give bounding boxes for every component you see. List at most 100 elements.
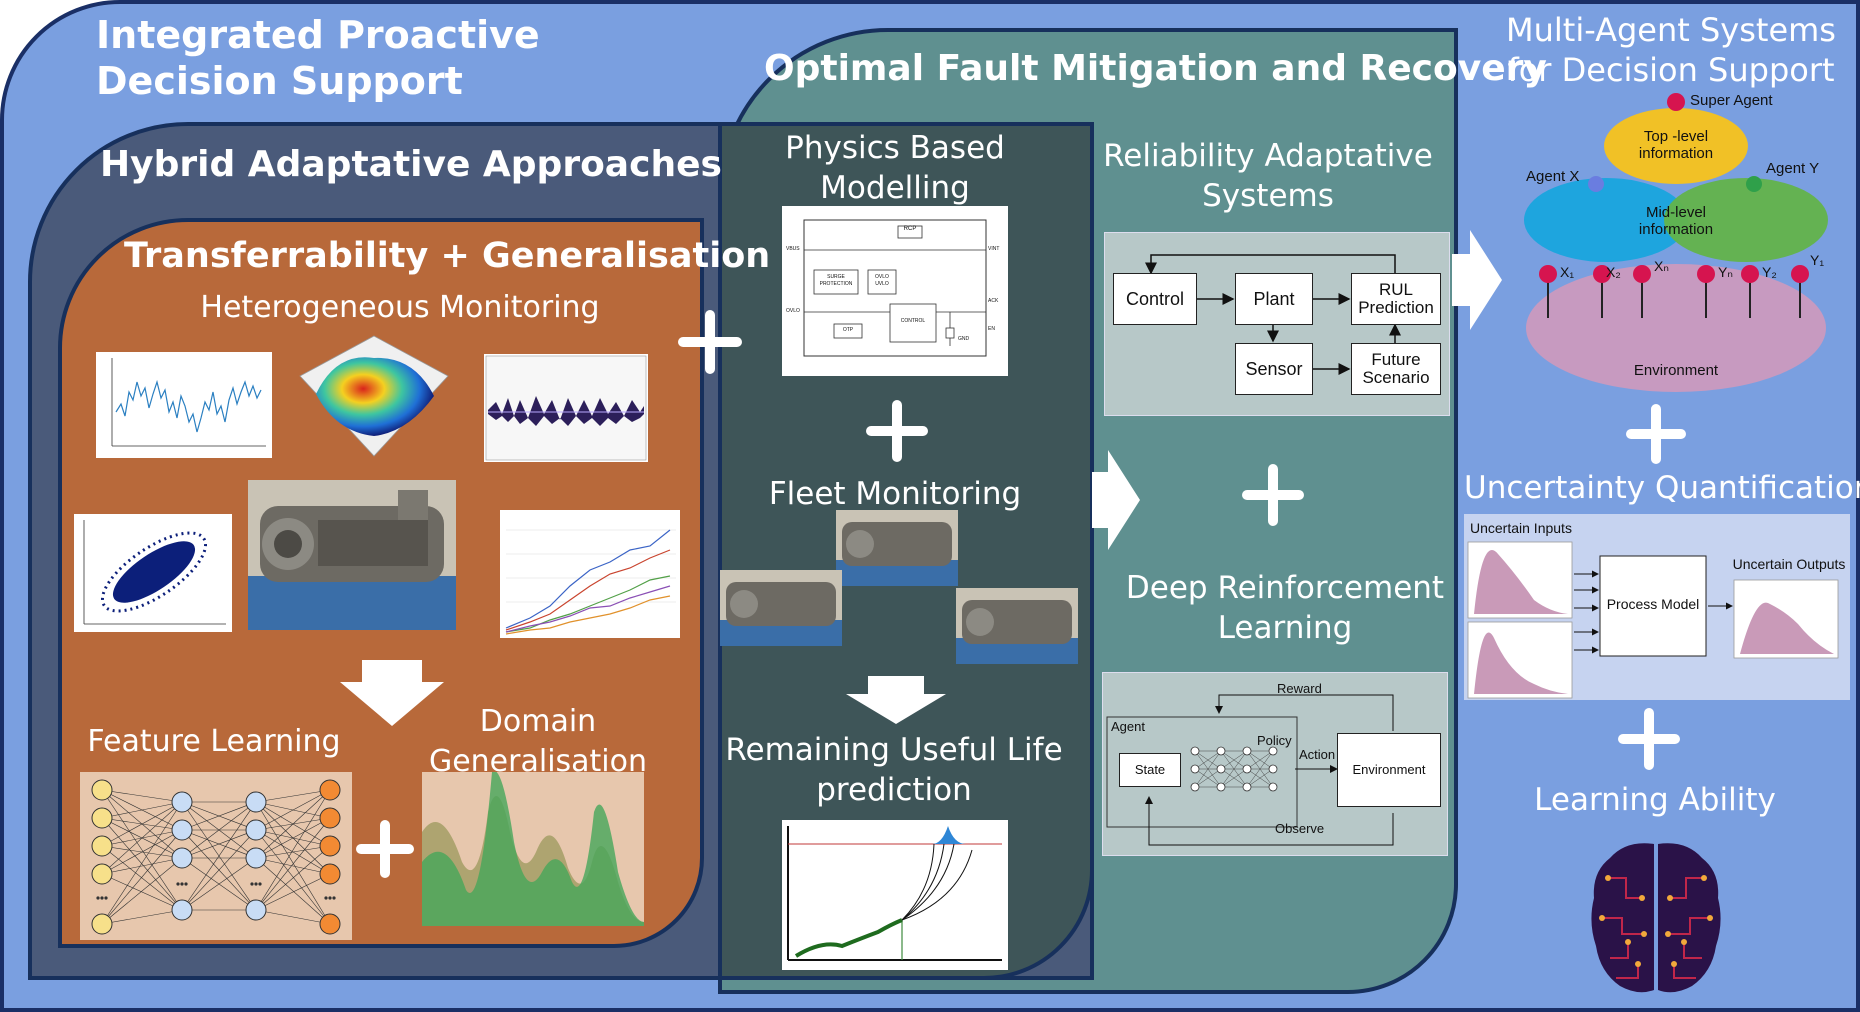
right-arrow-icon — [1452, 230, 1502, 330]
drl-policy: Policy — [1257, 733, 1292, 748]
circuit-control: CONTROL — [900, 318, 926, 324]
learning-ability-label: Learning Ability — [1534, 782, 1776, 818]
hybrid-title: Hybrid Adaptative Approaches — [100, 144, 722, 185]
brain-icon — [1586, 838, 1726, 998]
rul-title-line1: Remaining Useful Life — [725, 732, 1063, 768]
domain-generalisation-label: Domain Generalisation — [418, 702, 658, 782]
circuit-vint: VINT — [988, 246, 1000, 252]
integrated-title-line1: Integrated Proactive — [96, 13, 540, 57]
fleet-monitoring-label: Fleet Monitoring — [768, 476, 1022, 512]
process-model-label: Process Model — [1606, 596, 1700, 612]
plus-icon — [356, 820, 414, 878]
circuit-rcp: RCP — [903, 226, 917, 232]
drl-diagram: Reward Agent Policy Action State Environ… — [1102, 672, 1448, 856]
down-arrow-icon — [340, 660, 444, 726]
drl-title: Deep Reinforcement Learning — [1110, 568, 1460, 648]
surface-plot — [296, 332, 452, 460]
reliability-block-diagram: Control Plant RUL Prediction Sensor Futu… — [1104, 232, 1450, 416]
reliability-title: Reliability Adaptative Systems — [1098, 136, 1438, 216]
mid-level-line1: Mid-level — [1645, 204, 1706, 221]
rul-title-line2: prediction — [816, 772, 972, 808]
circuit-ovlo-pin: OVLO — [786, 308, 800, 314]
x1-label: X₁ — [1560, 264, 1575, 280]
sensor-block: Sensor — [1235, 343, 1313, 395]
future-block-line2: Scenario — [1362, 368, 1430, 387]
x2-label: X₂ — [1606, 264, 1621, 280]
circuit-surge: SURGE PROTECTION — [814, 274, 858, 288]
mas-title-line2: for Decision Support — [1507, 51, 1835, 89]
y2-label: Y₂ — [1762, 264, 1777, 280]
reliability-title-line2: Systems — [1202, 178, 1334, 214]
multi-agent-diagram: Super Agent Top -level information Agent… — [1500, 92, 1850, 398]
xn-label: Xₙ — [1654, 258, 1669, 274]
integrated-title: Integrated Proactive Decision Support — [96, 12, 540, 104]
heterogeneous-monitoring-label: Heterogeneous Monitoring — [200, 290, 600, 325]
agent-y-label: Agent Y — [1766, 160, 1820, 177]
signal-line-chart — [96, 352, 272, 458]
plant-block: Plant — [1235, 273, 1313, 325]
drl-agent: Agent — [1111, 719, 1145, 734]
circuit-surge-line2: PROTECTION — [819, 281, 853, 287]
top-level-line2: information — [1638, 145, 1714, 162]
optimal-title: Optimal Fault Mitigation and Recovery — [764, 48, 1547, 89]
circuit-gnd: GND — [958, 336, 970, 342]
drl-action: Action — [1299, 747, 1336, 762]
uq-diagram: Uncertain Inputs Process Model Uncertain… — [1464, 514, 1850, 700]
circuit-uvlo-line: UVLO — [875, 281, 889, 287]
drl-title-line2: Learning — [1217, 610, 1353, 646]
down-arrow-icon — [846, 676, 946, 724]
circuit-ack: ACK — [988, 298, 999, 304]
yn-label: Yₙ — [1718, 264, 1733, 280]
circuit-surge-line1: SURGE — [827, 274, 845, 280]
state-block: State — [1119, 753, 1181, 787]
feature-learning-label: Feature Learning — [87, 724, 341, 759]
circuit-vbus: VBUS — [786, 246, 800, 252]
rul-prediction-block: RUL Prediction — [1351, 273, 1441, 325]
physics-title: Physics Based Modelling — [760, 128, 1030, 208]
rul-title: Remaining Useful Life prediction — [724, 730, 1064, 810]
circuit-otp: OTP — [842, 327, 854, 333]
uncertain-outputs-label: Uncertain Outputs — [1732, 556, 1846, 572]
rul-block-line1: RUL — [1378, 280, 1413, 300]
y1-label: Y₁ — [1810, 252, 1825, 268]
transfer-title: Transferrability + Generalisation — [124, 236, 771, 276]
environment-label: Environment — [1633, 362, 1719, 379]
right-arrow-icon — [1092, 450, 1140, 550]
uncertain-inputs-label: Uncertain Inputs — [1470, 520, 1572, 536]
mas-title: Multi-Agent Systems for Decision Support — [1486, 10, 1856, 90]
domain-distribution-plot — [422, 772, 644, 926]
fleet-engine-photo — [836, 510, 958, 586]
physics-title-line1: Physics Based — [785, 130, 1005, 166]
physics-title-line2: Modelling — [820, 170, 970, 206]
plus-icon — [678, 310, 742, 374]
super-agent-label: Super Agent — [1690, 92, 1773, 109]
plus-icon — [1618, 708, 1680, 770]
top-level-line1: Top -level — [1643, 128, 1709, 145]
control-block: Control — [1113, 273, 1197, 325]
scatter-plot — [74, 514, 232, 632]
multi-series-chart — [500, 510, 680, 638]
circuit-diagram: RCP SURGE PROTECTION OVLO UVLO CONTROL O… — [782, 206, 1008, 376]
rul-block-line2: Prediction — [1358, 298, 1434, 317]
engine-photo — [248, 480, 456, 630]
circuit-ovlo-uvlo: OVLO UVLO — [868, 274, 896, 288]
top-level-label: Top -level information — [1612, 128, 1740, 162]
integrated-title-line2: Decision Support — [96, 59, 463, 103]
drl-title-line1: Deep Reinforcement — [1125, 570, 1445, 606]
circuit-ovlo-line: OVLO — [875, 274, 889, 280]
future-block-line1: Future — [1371, 350, 1421, 370]
neural-network-diagram — [80, 772, 352, 940]
future-scenario-block: Future Scenario — [1351, 343, 1441, 395]
mid-level-label: Mid-level information — [1612, 204, 1740, 238]
agent-x-label: Agent X — [1526, 168, 1580, 185]
fleet-engine-photo — [956, 588, 1078, 664]
uq-title: Uncertainty Quantification — [1464, 470, 1860, 506]
plus-icon — [1242, 464, 1304, 526]
plus-icon — [1626, 404, 1686, 464]
drl-observe: Observe — [1275, 821, 1325, 836]
circuit-en: EN — [988, 326, 995, 332]
vibration-signal-plot — [484, 354, 648, 462]
plus-icon — [866, 400, 928, 462]
mid-level-line2: information — [1638, 221, 1714, 238]
mas-title-line1: Multi-Agent Systems — [1506, 11, 1836, 49]
